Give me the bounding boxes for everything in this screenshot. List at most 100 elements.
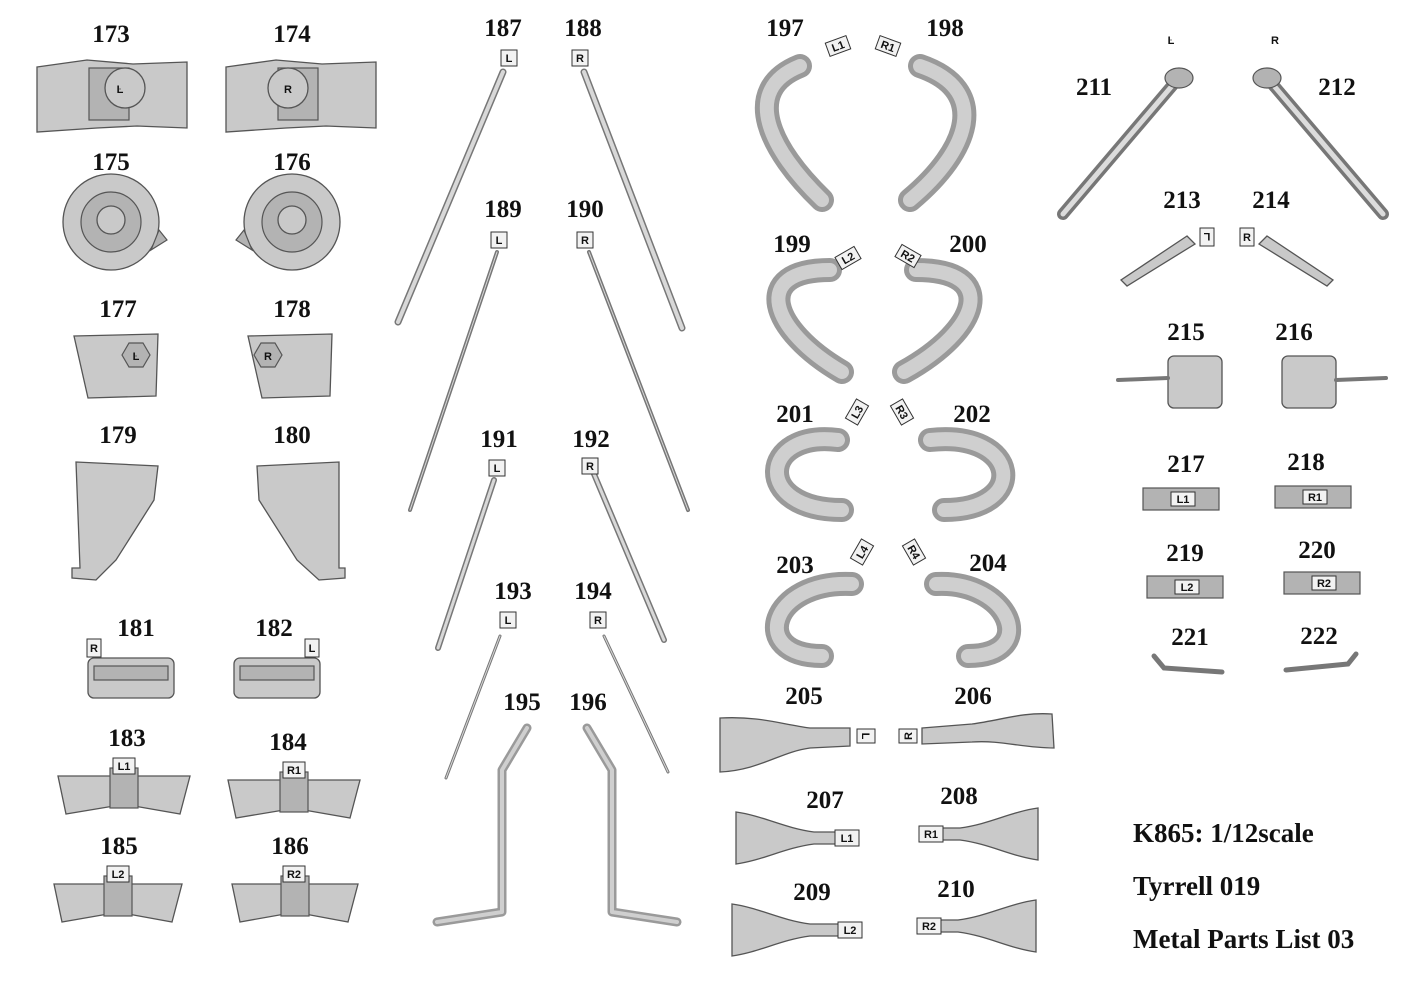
part-tag-label: R (576, 53, 584, 65)
part-number-180: 180 (273, 422, 311, 449)
part-206: R (898, 713, 1055, 749)
part-tag: R (284, 84, 292, 96)
part-tag: R (86, 638, 102, 658)
part-tag-label: L3 (849, 404, 866, 421)
part-y-piece (731, 903, 851, 957)
part-214: R (1239, 227, 1335, 287)
part-220: R2 (1283, 571, 1361, 595)
part-number-214: 214 (1252, 187, 1290, 214)
part-183: L1 (57, 757, 191, 815)
part-number-204: 204 (969, 550, 1007, 577)
part-tag-box (898, 728, 918, 744)
part-number-190: 190 (566, 196, 604, 223)
part-197: L1 (754, 35, 852, 212)
part-tag-box (571, 49, 589, 67)
part-tag-label: R (90, 643, 98, 655)
part-pipe-highlight (929, 576, 1017, 663)
part-number-177: 177 (99, 296, 137, 323)
part-rod-highlight (603, 635, 669, 773)
part-184: R1 (227, 761, 361, 819)
part-number-196: 196 (569, 689, 607, 716)
part-number-217: 217 (1167, 451, 1205, 478)
part-tag: L (856, 728, 876, 744)
caption-list-title: Metal Parts List 03 (1133, 924, 1355, 954)
part-number-219: 219 (1166, 540, 1204, 567)
part-tag: R (576, 231, 594, 249)
part-bar-highlight (435, 726, 529, 924)
part-tag-box (849, 538, 875, 566)
part-pad-arm (1116, 376, 1170, 382)
part-bar (432, 723, 532, 927)
part-200: R2 (892, 243, 983, 384)
part-angle-bracket (1119, 235, 1197, 287)
part-194: R (589, 611, 670, 774)
part-shaft-head (1252, 67, 1282, 89)
part-number-187: 187 (484, 15, 522, 42)
part-bar-highlight (585, 726, 679, 924)
part-pipe-highlight (897, 263, 978, 379)
part-bracket-plate (256, 461, 346, 581)
part-tag-box (837, 921, 863, 939)
part-number-206: 206 (954, 683, 992, 710)
part-204: R4 (901, 538, 1022, 668)
part-tag-box (304, 638, 320, 658)
part-rod-highlight (588, 251, 689, 511)
part-tag-label: R1 (924, 829, 938, 841)
part-tag-label: R1 (1308, 492, 1322, 504)
part-tag-box (282, 865, 306, 883)
part-tag: L (488, 459, 506, 477)
part-tag: L (133, 351, 140, 363)
part-tag-label: R1 (879, 39, 896, 55)
part-tag: L2 (1174, 579, 1200, 595)
part-number-188: 188 (564, 15, 602, 42)
part-tag-box (856, 728, 876, 744)
part-y-piece (917, 899, 1037, 953)
part-218: R1 (1274, 485, 1352, 509)
part-199: L2 (766, 245, 862, 384)
part-number-210: 210 (937, 876, 975, 903)
part-tag: L (1168, 35, 1175, 47)
part-177: L (73, 333, 159, 399)
part-tag-box (1302, 489, 1328, 505)
part-tag-box (824, 35, 852, 57)
part-tag: R (1239, 227, 1255, 247)
part-tag-box (889, 398, 915, 426)
part-173: L (36, 59, 188, 133)
part-rod-highlight (445, 635, 501, 779)
part-209: L2 (731, 903, 863, 957)
part-193: L (444, 611, 517, 780)
part-tag: L1 (112, 757, 136, 775)
part-tag: L4 (849, 538, 875, 566)
part-tag-label: R (1243, 232, 1251, 244)
part-tag-box (834, 829, 860, 847)
part-rod-highlight (592, 472, 666, 642)
part-collector (719, 717, 851, 773)
part-tag-label: L1 (1177, 494, 1190, 506)
part-hub (96, 205, 126, 235)
part-tag-label: R (903, 732, 915, 740)
part-wing-centre (103, 875, 133, 917)
part-tag: L (499, 611, 517, 629)
part-number-207: 207 (806, 787, 844, 814)
part-tag: R2 (894, 243, 922, 269)
part-rod-highlight (409, 251, 498, 511)
part-tag-box (1311, 575, 1337, 591)
part-tag-label: R2 (922, 921, 936, 933)
part-number-222: 222 (1300, 623, 1338, 650)
part-tag-box (112, 757, 136, 775)
part-tag: L3 (844, 398, 870, 426)
part-tag-label: L (1203, 230, 1210, 242)
part-number-200: 200 (949, 231, 987, 258)
part-tab (235, 228, 254, 252)
part-221 (1151, 653, 1225, 675)
part-tag-label: R (264, 351, 272, 363)
part-number-192: 192 (572, 426, 610, 453)
part-rod-highlight (396, 70, 505, 324)
part-number-208: 208 (940, 783, 978, 810)
part-tag-box (834, 245, 862, 271)
part-tag-box (581, 457, 599, 475)
part-198: R1 (874, 35, 977, 212)
part-recess (104, 67, 146, 109)
part-tag-label: L (506, 53, 513, 65)
part-number-185: 185 (100, 833, 138, 860)
